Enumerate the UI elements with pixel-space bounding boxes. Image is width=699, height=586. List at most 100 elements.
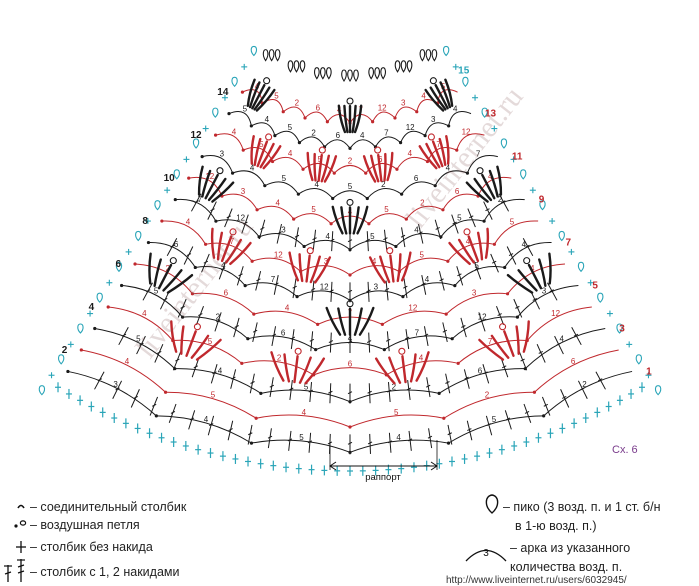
bobble-cluster xyxy=(317,153,323,183)
bobble-cluster xyxy=(298,356,312,384)
row-number-left: 2 xyxy=(62,345,68,356)
chain-stitch xyxy=(503,265,507,270)
arch-count: 12 xyxy=(408,304,417,313)
arch-count: 5 xyxy=(208,337,213,346)
chain-stitch xyxy=(204,242,208,246)
double-crochet xyxy=(94,371,105,390)
chain-stitch xyxy=(252,312,256,316)
chain-stitch xyxy=(465,171,470,175)
arch-count: 5 xyxy=(474,261,479,270)
arch-count: 12 xyxy=(478,313,487,322)
top-picot xyxy=(406,60,413,73)
chain-stitch xyxy=(433,184,437,188)
chain-arch xyxy=(293,213,332,225)
chain-stitch xyxy=(425,159,430,164)
double-crochet-bar xyxy=(243,221,248,225)
chain-arch xyxy=(205,242,253,262)
top-picot xyxy=(374,67,380,80)
bobble-cluster xyxy=(207,177,227,202)
arch-count: 5 xyxy=(243,104,248,113)
double-crochet xyxy=(536,344,546,363)
double-crochet-bar xyxy=(269,384,275,388)
top-picot xyxy=(380,67,386,80)
double-crochet xyxy=(269,377,274,398)
arch-count: 4 xyxy=(218,366,223,375)
chain-arch xyxy=(175,198,217,222)
double-crochet-bar xyxy=(597,378,603,382)
double-crochet-bar xyxy=(406,387,411,391)
arch-count: 7 xyxy=(198,195,203,204)
double-crochet xyxy=(434,219,442,240)
double-crochet xyxy=(258,219,266,240)
picot xyxy=(523,257,531,265)
double-crochet-bar xyxy=(347,289,353,293)
chain-arch xyxy=(94,327,176,370)
legend-text-double-crochet: – столбик с 1, 2 накидами xyxy=(30,565,180,579)
picot xyxy=(346,198,354,206)
edge-picot xyxy=(38,385,46,396)
double-crochet xyxy=(467,208,476,228)
chain-stitch xyxy=(542,414,546,418)
double-crochet xyxy=(485,415,493,436)
scheme-label: Сх. 6 xyxy=(612,444,638,456)
bobble-cluster xyxy=(314,256,332,284)
double-crochet-bar xyxy=(310,288,316,291)
chain-stitch xyxy=(348,425,352,429)
bobble-cluster xyxy=(503,330,515,357)
bobble-cluster xyxy=(515,325,520,355)
edge-picot xyxy=(250,45,258,57)
chain-arch xyxy=(148,242,196,268)
double-crochet-bar xyxy=(212,371,217,375)
arch-count: 4 xyxy=(530,264,535,273)
arch-count: 5 xyxy=(394,408,399,417)
chain-arch xyxy=(434,170,468,186)
double-crochet xyxy=(522,237,534,257)
arch-count: 4 xyxy=(522,240,527,249)
chain-stitch xyxy=(423,134,427,138)
double-crochet xyxy=(247,424,253,445)
top-picot xyxy=(320,67,326,80)
bobble-cluster xyxy=(304,357,326,385)
arch-count: 4 xyxy=(142,309,147,318)
site-url: http://www.liveinternet.ru/users/6032945… xyxy=(446,575,627,586)
arch-count: 5 xyxy=(274,91,279,100)
double-crochet xyxy=(408,430,412,451)
bobble-cluster xyxy=(283,353,291,383)
double-crochet xyxy=(166,237,178,257)
legend-text-picot-2: в 1-ю возд. п.) xyxy=(515,519,597,533)
chain-stitch xyxy=(437,391,441,395)
bobble-cluster xyxy=(429,86,447,111)
double-crochet xyxy=(367,281,370,302)
chain-arch xyxy=(256,205,295,220)
arch-count: 3 xyxy=(281,226,286,235)
top-picot xyxy=(326,67,332,80)
bobble-cluster xyxy=(401,355,407,384)
chain-stitch xyxy=(230,171,235,175)
double-crochet-bar xyxy=(501,365,507,369)
bobble-cluster xyxy=(522,320,530,353)
bobble-cluster xyxy=(396,253,402,283)
arch-count: 6 xyxy=(414,174,419,183)
bobble-cluster xyxy=(448,241,471,266)
bobble-cluster xyxy=(148,252,152,285)
bobble-cluster xyxy=(246,78,256,108)
top-picot xyxy=(400,60,407,73)
chain-arch xyxy=(121,285,183,318)
double-crochet-bar xyxy=(170,411,176,414)
arch-count: 12 xyxy=(274,250,283,259)
double-crochet xyxy=(421,275,427,295)
double-crochet xyxy=(366,231,369,252)
double-crochet xyxy=(177,298,187,318)
arch-count: 4 xyxy=(453,104,458,113)
arch-count: 5 xyxy=(348,182,353,191)
chain-arch xyxy=(202,155,234,174)
chain-stitch xyxy=(444,312,448,316)
arch-count: 12 xyxy=(320,282,329,291)
row-number-left: 14 xyxy=(217,87,229,98)
chain-stitch xyxy=(316,322,320,326)
chain-stitch xyxy=(450,337,454,341)
double-crochet-bar xyxy=(404,336,410,340)
chain-stitch xyxy=(380,322,384,326)
bobble-cluster xyxy=(467,235,480,263)
